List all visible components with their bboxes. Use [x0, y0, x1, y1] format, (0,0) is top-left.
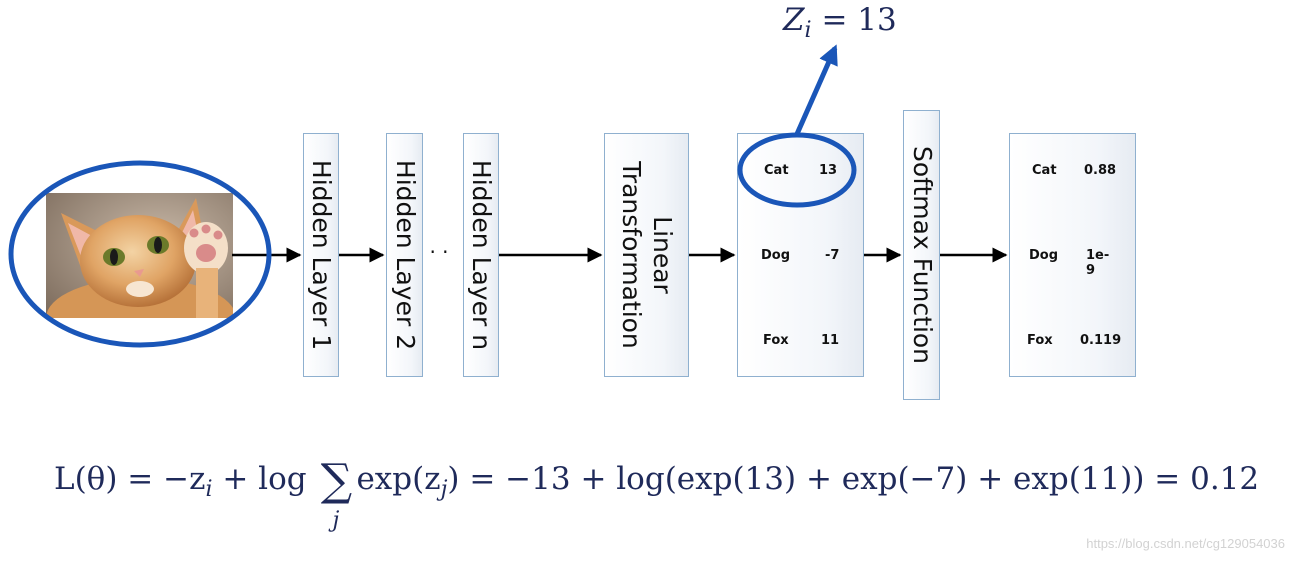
hidden-layer-2-box: Hidden Layer 2: [386, 133, 423, 377]
logit-label-cat: Cat: [764, 163, 789, 178]
logit-label-dog: Dog: [761, 248, 791, 263]
zi-var: Z: [783, 2, 805, 38]
softmax-box: Softmax Function: [903, 110, 940, 400]
logit-value-dog: -7: [825, 248, 840, 263]
logit-value-cat: 13: [819, 163, 838, 178]
linear-transformation-box: Linear Transformation: [604, 133, 689, 377]
logit-row-cat: Cat 13: [764, 163, 837, 178]
cat-logit-highlight-ellipse: [737, 132, 857, 208]
formula-lhs-sub: i: [205, 477, 213, 503]
formula-plus-log: + log: [212, 461, 307, 497]
probabilities-box: Cat 0.88 Dog 1e-9 Fox 0.119: [1009, 133, 1136, 377]
image-highlight-ellipse: [8, 160, 272, 348]
formula-sum-symbol: ∑: [320, 455, 353, 506]
logit-label-fox: Fox: [763, 333, 789, 348]
formula-rhs: ) = −13 + log(exp(13) + exp(−7) + exp(11…: [447, 461, 1260, 497]
prob-row-cat: Cat 0.88: [1032, 163, 1116, 178]
hidden-layer-1-box: Hidden Layer 1: [303, 133, 339, 377]
prob-label-fox: Fox: [1027, 333, 1053, 348]
prob-value-fox: 0.119: [1080, 333, 1122, 348]
layer-ellipsis: · ·: [429, 240, 449, 264]
formula-exp-sub: j: [440, 477, 448, 503]
logit-value-fox: 11: [821, 333, 840, 348]
formula-sum: ∑ j: [316, 455, 356, 534]
formula-exp: exp(z: [356, 461, 441, 497]
logits-box: Cat 13 Dog -7 Fox 11: [737, 133, 864, 377]
formula-sum-sub: j: [332, 508, 340, 533]
zi-sub: i: [804, 18, 812, 44]
logit-row-dog: Dog -7: [761, 248, 839, 263]
prob-label-dog: Dog: [1029, 248, 1059, 263]
zi-annotation: Zi = 13: [783, 2, 897, 43]
kitten-image: [46, 193, 233, 318]
prob-row-fox: Fox 0.119: [1027, 333, 1121, 348]
zi-rest: = 13: [811, 2, 897, 38]
watermark: https://blog.csdn.net/cg129054036: [1086, 536, 1285, 551]
prob-row-dog: Dog 1e-9: [1029, 248, 1109, 278]
prob-label-cat: Cat: [1032, 163, 1057, 178]
hidden-layer-n-box: Hidden Layer n: [463, 133, 499, 377]
logit-row-fox: Fox 11: [763, 333, 839, 348]
loss-formula: L(θ) = −zi + log ∑ j exp(zj) = −13 + log…: [54, 455, 1260, 534]
zi-pointer-arrow: [794, 44, 838, 136]
formula-lhs: L(θ) = −z: [54, 461, 206, 497]
prob-value-dog: 1e-9: [1086, 248, 1110, 278]
prob-value-cat: 0.88: [1084, 163, 1117, 178]
